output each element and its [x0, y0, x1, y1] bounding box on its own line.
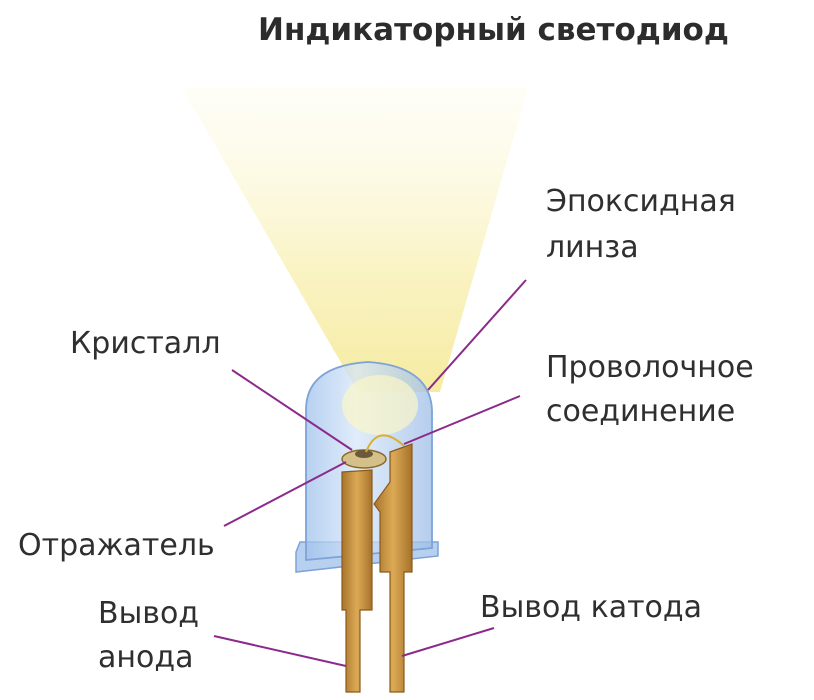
label-wire-bond-line2: соединение — [546, 394, 736, 429]
label-reflector: Отражатель — [18, 528, 215, 563]
leader-wire-bond — [403, 395, 521, 445]
cathode-lead — [373, 443, 413, 693]
leader-cathode — [401, 627, 495, 657]
leader-epoxy-lens — [427, 279, 527, 391]
label-crystal: Кристалл — [70, 326, 221, 361]
label-epoxy-lens-line1: Эпоксидная — [546, 184, 736, 219]
label-anode-line1: Вывод — [98, 596, 200, 631]
wire-bond — [365, 434, 405, 453]
label-wire-bond-line1: Проволочное — [546, 350, 754, 385]
leader-anode — [213, 635, 347, 667]
inner-glow — [342, 375, 418, 435]
label-cathode-lead: Вывод катода — [480, 590, 703, 625]
light-cone — [182, 88, 528, 392]
leader-crystal — [231, 369, 353, 451]
diagram-title: Индикаторный светодиод — [258, 12, 729, 48]
leader-reflector — [223, 461, 347, 527]
label-epoxy-lens-line2: линза — [546, 230, 639, 265]
label-anode-line2: анода — [98, 640, 194, 675]
anode-lead — [341, 469, 373, 693]
crystal-chip — [355, 450, 373, 458]
